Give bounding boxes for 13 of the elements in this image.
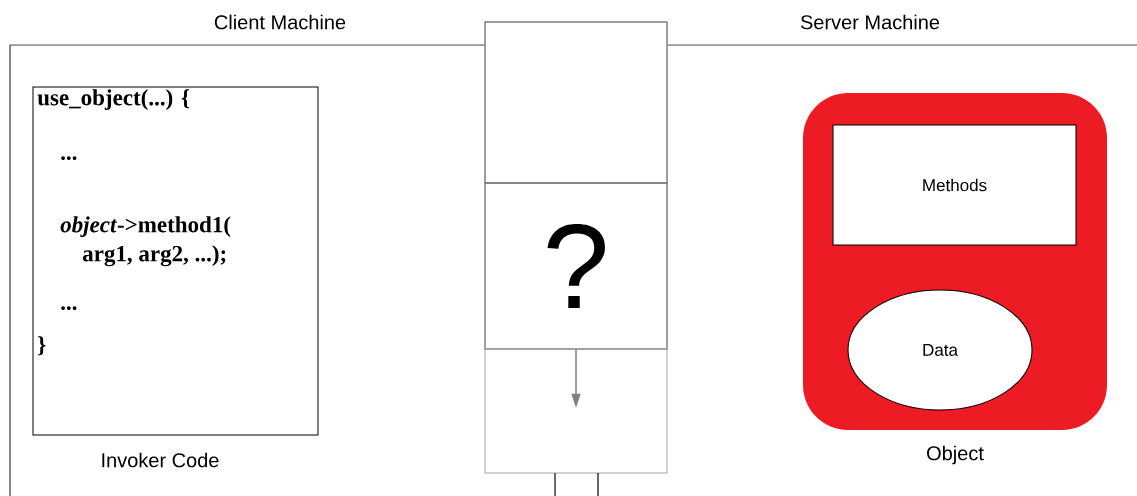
channel-box: [484, 21, 668, 184]
code-line: object->method1( arg1, arg2, ...);: [60, 216, 231, 267]
code-line: }: [38, 336, 46, 356]
node-caption: Invoker Code: [102, 452, 219, 468]
region-label: Client Machine: [214, 14, 346, 30]
code-line: use_object(...) {: [37, 89, 190, 111]
node-caption: Object: [927, 445, 984, 465]
region-label: Server Machine: [800, 14, 940, 30]
methods-box: Methods: [832, 124, 1077, 246]
channel-box: [484, 348, 668, 474]
question-box: ?: [484, 182, 668, 350]
code-line: ...: [61, 306, 77, 310]
code-line: ...: [61, 156, 77, 160]
